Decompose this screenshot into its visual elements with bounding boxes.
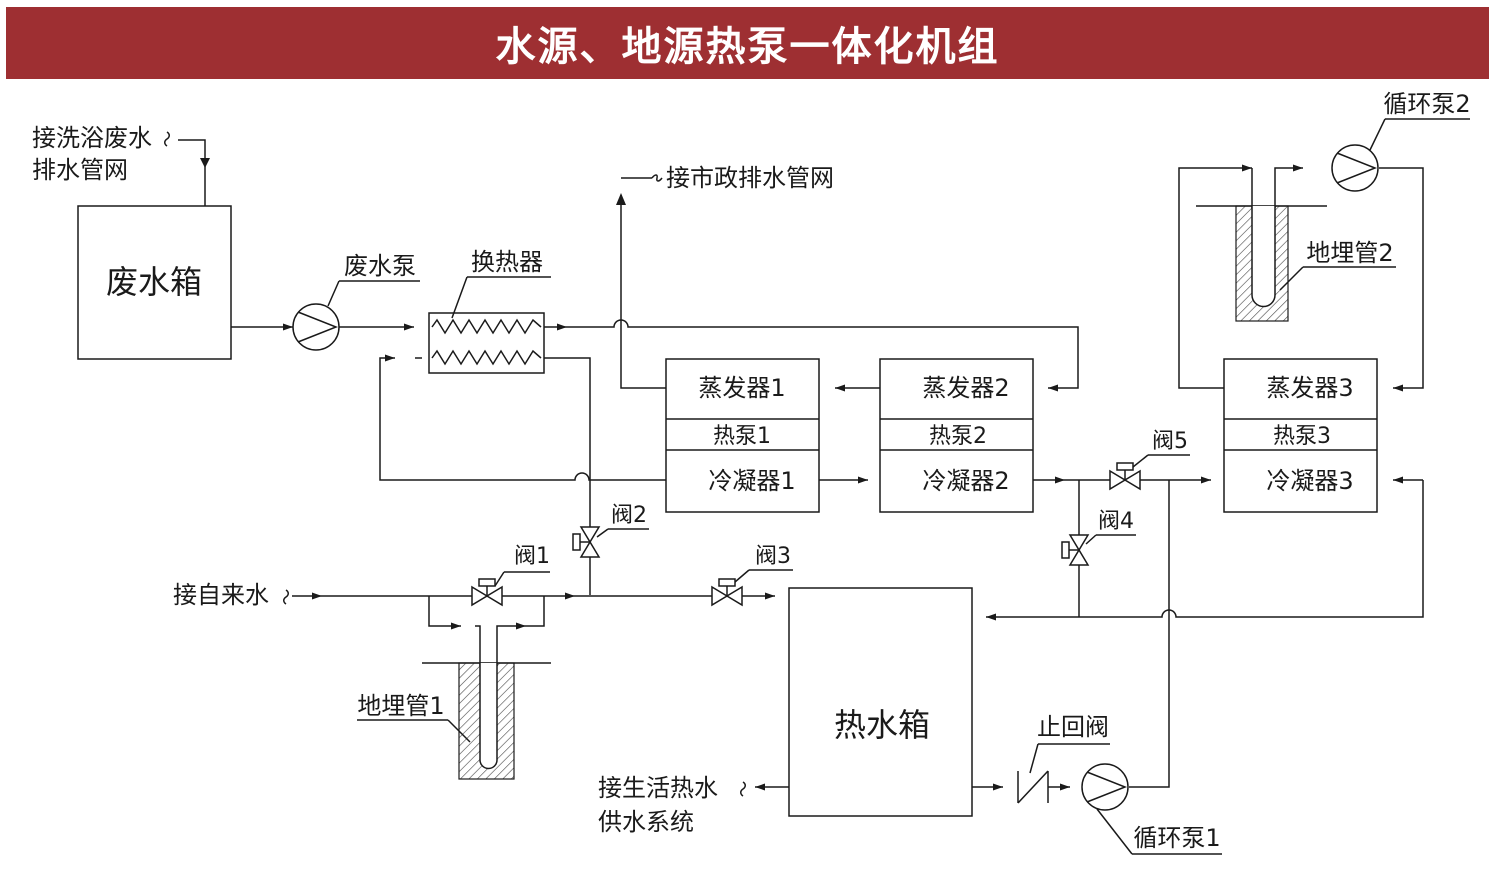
break-tap	[283, 589, 289, 605]
pipe-gp2-inner-right	[1274, 164, 1303, 208]
circ-pump-1-symbol	[1081, 763, 1222, 855]
label-tap-water: 接自来水	[173, 581, 269, 609]
label-waste-tank: 废水箱	[106, 263, 202, 301]
pipe-top-to-evap2	[567, 319, 1079, 392]
circ-pump-2-symbol	[1331, 118, 1470, 192]
valve-1-symbol	[471, 571, 550, 607]
arrow-bath-waste-inlet	[200, 158, 210, 168]
label-condenser-1: 冷凝器1	[708, 467, 795, 495]
label-valve-3: 阀3	[755, 544, 791, 569]
break-supply	[740, 781, 746, 797]
heat-pump-unit-3	[1223, 358, 1378, 513]
label-condenser-2: 冷凝器2	[922, 467, 1009, 495]
heat-pump-unit-2	[879, 358, 1034, 513]
pipe-gp1-out	[496, 622, 526, 666]
valve-4-symbol	[1061, 534, 1136, 566]
label-heat-pump-1: 热泵1	[713, 424, 771, 449]
leader-ground-pipe-2b	[1279, 266, 1304, 291]
waste-pump-symbol	[292, 280, 420, 351]
label-check-valve: 止回阀	[1037, 713, 1109, 741]
label-valve-1: 阀1	[514, 544, 550, 569]
label-heat-pump-3: 热泵3	[1273, 424, 1331, 449]
arrow-to-drain	[616, 193, 626, 205]
label-ground-pipe-2: 地埋管2	[1306, 239, 1393, 267]
pipe-gp1-bypass-right	[526, 596, 545, 627]
label-hot-water-tank: 热水箱	[834, 706, 930, 744]
label-ground-pipe-1: 地埋管1	[357, 692, 444, 720]
label-bath-waste-1: 接洗浴废水	[32, 124, 152, 152]
break-bath	[164, 131, 170, 147]
label-evaporator-3: 蒸发器3	[1266, 374, 1353, 402]
ground-pipe-2	[1235, 205, 1289, 322]
pipe-pump2-out	[1379, 167, 1424, 392]
label-heat-pump-2: 热泵2	[929, 424, 987, 449]
waste-tank	[77, 205, 232, 360]
label-valve-4: 阀4	[1098, 509, 1134, 534]
valve-5-symbol	[1109, 454, 1190, 491]
leader-heat-exchanger-2	[451, 276, 468, 319]
check-valve-symbol	[1017, 743, 1110, 804]
valve-3-symbol	[711, 569, 793, 607]
label-circ-pump-1: 循环泵1	[1133, 824, 1220, 852]
pipe-loop-left	[379, 354, 666, 481]
label-hot-supply-2: 供水系统	[598, 808, 694, 836]
label-valve-5: 阀5	[1152, 429, 1188, 454]
diagram-title: 水源、地源热泵一体化机组	[495, 23, 1000, 70]
label-heat-exchanger: 换热器	[471, 248, 543, 276]
pipe-circ1-riser	[1129, 480, 1170, 788]
label-bath-waste-2: 排水管网	[32, 156, 128, 184]
label-valve-2: 阀2	[611, 503, 647, 528]
pipe-bath-waste-inlet	[178, 139, 206, 206]
label-condenser-3: 冷凝器3	[1266, 467, 1353, 495]
label-evaporator-2: 蒸发器2	[922, 374, 1009, 402]
pipe-right-down	[986, 480, 1424, 621]
pipe-exchanger-lower-feed	[567, 357, 591, 527]
hot-water-tank	[788, 587, 973, 817]
ground-pipe-1	[458, 662, 515, 780]
heat-pump-unit-1	[665, 358, 820, 513]
label-municipal-drain: 接市政排水管网	[666, 164, 834, 192]
title-banner: 水源、地源热泵一体化机组	[6, 7, 1489, 79]
pipe-evap1-to-drain	[620, 195, 666, 389]
label-circ-pump-2: 循环泵2	[1383, 90, 1470, 118]
label-waste-pump: 废水泵	[344, 252, 416, 280]
pipe-gp1-bypass-left	[428, 596, 461, 630]
label-hot-supply-1: 接生活热水	[598, 774, 718, 802]
pipe-gp2-left	[1178, 164, 1252, 389]
break-drain	[651, 174, 663, 182]
heat-exchanger	[428, 312, 545, 374]
leader-ground-pipe-1b	[447, 719, 471, 743]
valve-2-symbol	[572, 526, 649, 558]
pipe-gp1-in	[475, 625, 481, 666]
label-evaporator-1: 蒸发器1	[698, 374, 785, 402]
